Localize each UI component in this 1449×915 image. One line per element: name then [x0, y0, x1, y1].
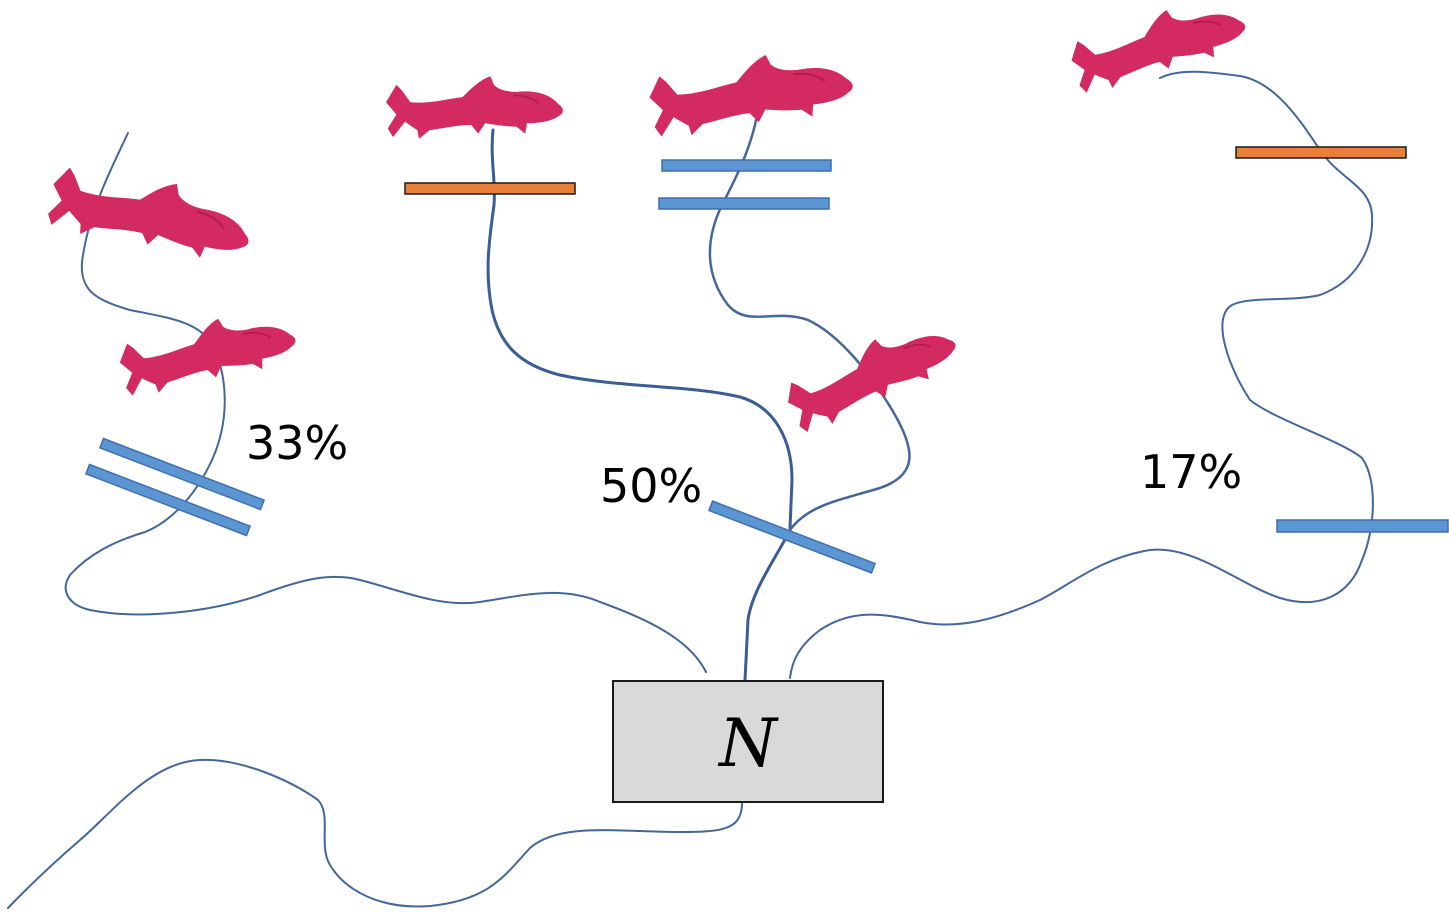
fish-icon	[42, 153, 259, 276]
outlet-river	[7, 758, 743, 909]
fish-group	[42, 0, 1253, 438]
node-label: N	[717, 705, 779, 782]
main-stem	[743, 528, 792, 682]
node-box	[612, 680, 884, 803]
middle-right-barrier-2	[658, 197, 830, 210]
barriers	[84, 146, 1449, 574]
middle-left-barrier-orange	[404, 182, 576, 195]
right-barrier-orange	[1235, 146, 1407, 159]
fish-icon	[1064, 0, 1253, 97]
middle-left-tributary	[486, 128, 794, 530]
branch-label-right: 17%	[1140, 445, 1242, 499]
fish-icon	[114, 305, 302, 400]
middle-right-barrier-1	[661, 159, 832, 172]
left-barrier-1	[98, 437, 266, 511]
node: N	[612, 680, 884, 803]
main-stem-barrier	[708, 500, 876, 574]
fish-icon	[385, 75, 564, 140]
branch-labels: 33% 50% 17%	[246, 416, 1242, 513]
fish-icon	[645, 45, 858, 141]
right-tributary	[789, 70, 1374, 679]
left-barrier-2	[84, 463, 252, 537]
fish-icon	[777, 311, 967, 438]
branch-label-middle: 50%	[600, 459, 702, 513]
branch-label-left: 33%	[246, 416, 348, 470]
left-tributary	[64, 132, 707, 673]
middle-right-tributary	[708, 118, 911, 532]
right-barrier-blue	[1276, 519, 1449, 533]
